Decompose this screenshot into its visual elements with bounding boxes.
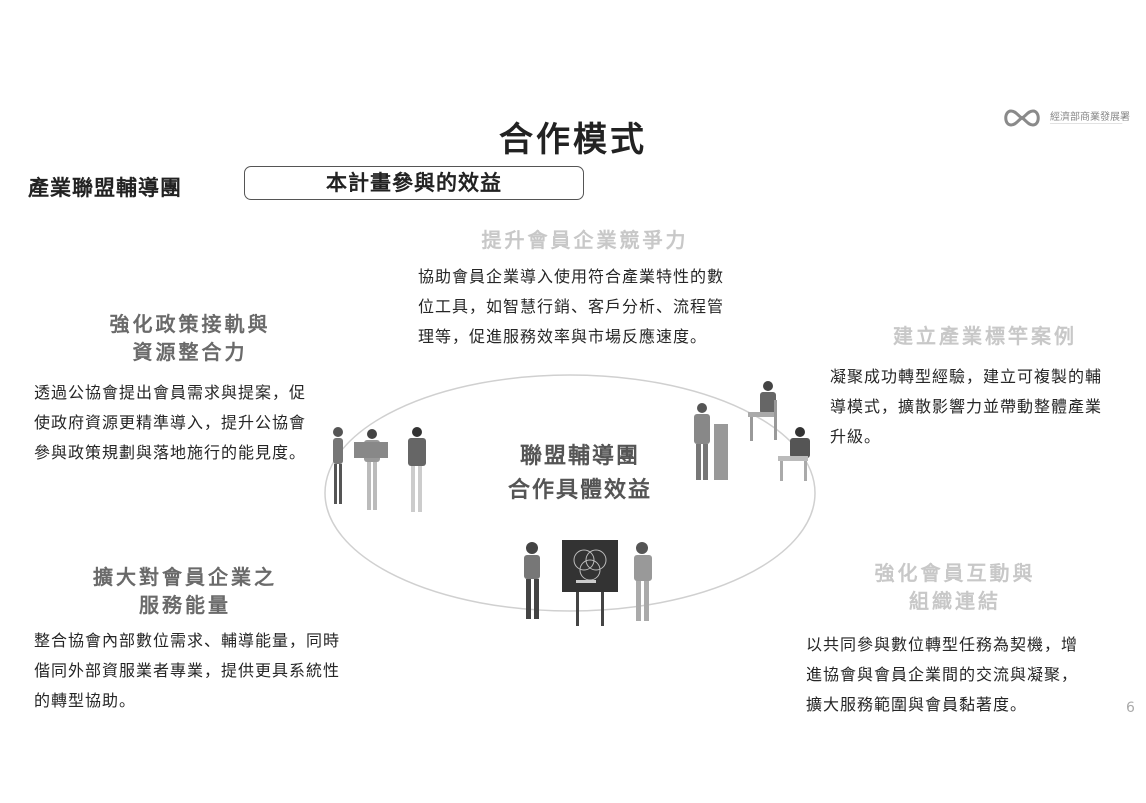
heading-line-2: 資源整合力 [132,340,248,364]
body-line: 參與政策規劃與落地施行的能見度。 [34,443,307,462]
body-line: 使政府資源更精準導入，提升公協會 [34,413,307,432]
center-line-2: 合作具體效益 [507,478,652,503]
presentation-illustration [510,536,670,631]
benefit-top-heading: 提升會員企業競爭力 [481,228,689,252]
center-label: 聯盟輔導團 合作具體效益 [470,440,690,508]
benefit-right-lower-body: 以共同參與數位轉型任務為契機，增 進協會與會員企業間的交流與凝聚， 擴大服務範圍… [806,630,1126,720]
heading-line-1: 強化會員互動與 [874,561,1036,585]
heading-line-2: 服務能量 [139,593,231,617]
section-label: 本計畫參與的效益 [244,166,584,200]
agency-logo [1000,106,1140,130]
heading-line-2: 組織連結 [909,589,1001,613]
body-line: 進協會與會員企業間的交流與凝聚， [806,665,1079,684]
page-title: 合作模式 [499,120,647,160]
body-line: 位工具，如智慧行銷、客戶分析、流程管 [418,297,725,316]
body-line: 偕同外部資服業者專業，提供更具系統性 [34,661,341,680]
body-line: 擴大服務範圍與會員黏著度。 [806,695,1028,714]
org-label: 產業聯盟輔導團 [28,176,182,200]
center-line-1: 聯盟輔導團 [519,444,640,469]
center-ring [320,368,820,618]
page-number: 6 [1126,700,1135,716]
benefit-left-upper-body: 透過公協會提出會員需求與提案，促 使政府資源更精準導入，提升公協會 參與政策規劃… [34,378,354,468]
infinity-logo-icon [1004,109,1040,127]
benefit-right-upper-heading: 建立產業標竿案例 [893,324,1077,348]
benefit-top-body: 協助會員企業導入使用符合產業特性的數 位工具，如智慧行銷、客戶分析、流程管 理等… [418,262,788,352]
body-line: 升級。 [830,427,882,446]
body-line: 整合協會內部數位需求、輔導能量，同時 [34,631,341,650]
body-line: 透過公協會提出會員需求與提案，促 [34,383,307,402]
body-line: 導模式，擴散影響力並帶動整體產業 [830,397,1103,416]
body-line: 協助會員企業導入使用符合產業特性的數 [418,267,725,286]
benefit-left-lower-body: 整合協會內部數位需求、輔導能量，同時 偕同外部資服業者專業，提供更具系統性 的轉… [34,626,394,716]
heading-line-1: 強化政策接軌與 [109,312,271,336]
heading-line-1: 擴大對會員企業之 [93,565,277,589]
logo-subtext-line: ──────────────────────── [1050,121,1123,127]
discussion-illustration [686,380,818,485]
team-meeting-illustration [322,422,442,517]
body-line: 理等，促進服務效率與市場反應速度。 [418,327,708,346]
benefit-left-upper-heading: 強化政策接軌與 資源整合力 [70,310,310,366]
body-line: 的轉型協助。 [34,691,137,710]
body-line: 以共同參與數位轉型任務為契機，增 [806,635,1079,654]
body-line: 凝聚成功轉型經驗，建立可複製的輔 [830,367,1103,386]
benefit-right-lower-heading: 強化會員互動與 組織連結 [845,559,1065,615]
logo-text: 經濟部商業發展署 [1050,112,1130,123]
benefit-right-upper-body: 凝聚成功轉型經驗，建立可複製的輔 導模式，擴散影響力並帶動整體產業 升級。 [830,362,1140,452]
benefit-left-lower-heading: 擴大對會員企業之 服務能量 [60,563,310,619]
